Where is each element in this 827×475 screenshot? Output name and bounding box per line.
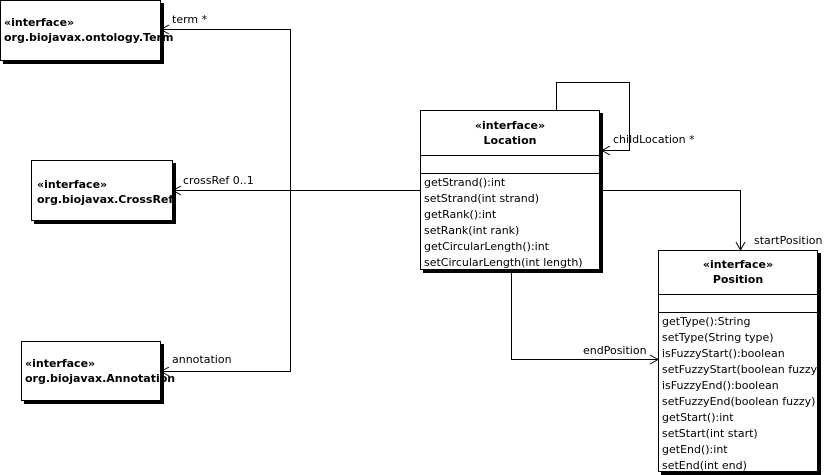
location-operation: setStrand(int strand) bbox=[424, 192, 540, 205]
crossref-interface-box[interactable]: «interface» org.biojavax.CrossRef bbox=[31, 160, 173, 221]
location-operation: setCircularLength(int length) bbox=[424, 256, 583, 269]
end-position-role-label: endPosition bbox=[583, 344, 647, 357]
term-class-name: org.biojavax.ontology.Term bbox=[4, 31, 174, 44]
annotation-stereotype: «interface» bbox=[25, 357, 96, 370]
position-operation: getType():String bbox=[662, 315, 751, 328]
location-operation: getRank():int bbox=[424, 208, 497, 221]
location-attributes-compartment bbox=[421, 155, 599, 173]
child-location-association-line bbox=[556, 82, 630, 151]
end-position-association-line bbox=[511, 270, 658, 360]
position-operation: setStart(int start) bbox=[662, 427, 758, 440]
position-operation: setFuzzyStart(boolean fuzzy) bbox=[662, 363, 822, 376]
position-operation: setEnd(int end) bbox=[662, 459, 747, 472]
term-arrowhead bbox=[159, 24, 170, 35]
annotation-association-line bbox=[161, 190, 291, 372]
term-stereotype: «interface» bbox=[4, 16, 75, 29]
annotation-class-name: org.biojavax.Annotation bbox=[25, 372, 176, 385]
crossref-arrowhead bbox=[171, 185, 182, 196]
position-operation: getStart():int bbox=[662, 411, 734, 424]
location-operations-compartment: getStrand():int setStrand(int strand) getR… bbox=[421, 173, 599, 271]
crossref-class-name: org.biojavax.CrossRef bbox=[37, 193, 174, 206]
location-operation: setRank(int rank) bbox=[424, 224, 520, 237]
term-association-line bbox=[161, 29, 421, 191]
position-class-name: Position bbox=[712, 273, 764, 286]
position-operation: isFuzzyEnd():boolean bbox=[662, 379, 779, 392]
start-position-association-line bbox=[600, 190, 741, 250]
location-operation: getStrand():int bbox=[424, 176, 506, 189]
child-location-role-label: childLocation * bbox=[613, 133, 695, 146]
crossref-stereotype: «interface» bbox=[37, 178, 108, 191]
term-interface-box[interactable]: «interface» org.biojavax.ontology.Term bbox=[0, 0, 174, 61]
position-stereotype: «interface» bbox=[702, 258, 774, 271]
location-stereotype: «interface» bbox=[474, 119, 546, 132]
location-operation: getCircularLength():int bbox=[424, 240, 549, 253]
position-operation: setFuzzyEnd(boolean fuzzy) bbox=[662, 395, 816, 408]
child-location-arrowhead bbox=[600, 145, 611, 156]
annotation-arrowhead bbox=[159, 366, 170, 377]
position-operation: isFuzzyStart():boolean bbox=[662, 347, 785, 360]
position-operations-compartment: getType():String setType(String type) isFu… bbox=[659, 312, 822, 474]
location-class-name: Location bbox=[483, 134, 537, 147]
position-operation: getEnd():int bbox=[662, 443, 728, 456]
position-interface-box[interactable]: «interface» Position getType():String set… bbox=[658, 250, 822, 474]
crossref-role-label: crossRef 0..1 bbox=[183, 174, 254, 187]
location-interface-box[interactable]: «interface» Location getStrand():int setS… bbox=[420, 110, 600, 270]
start-position-role-label: startPosition bbox=[754, 234, 823, 247]
term-role-label: term * bbox=[172, 13, 208, 26]
annotation-role-label: annotation bbox=[172, 353, 232, 366]
annotation-interface-box[interactable]: «interface» org.biojavax.Annotation bbox=[21, 341, 176, 401]
position-attributes-compartment bbox=[659, 294, 817, 312]
position-operation: setType(String type) bbox=[662, 331, 774, 344]
